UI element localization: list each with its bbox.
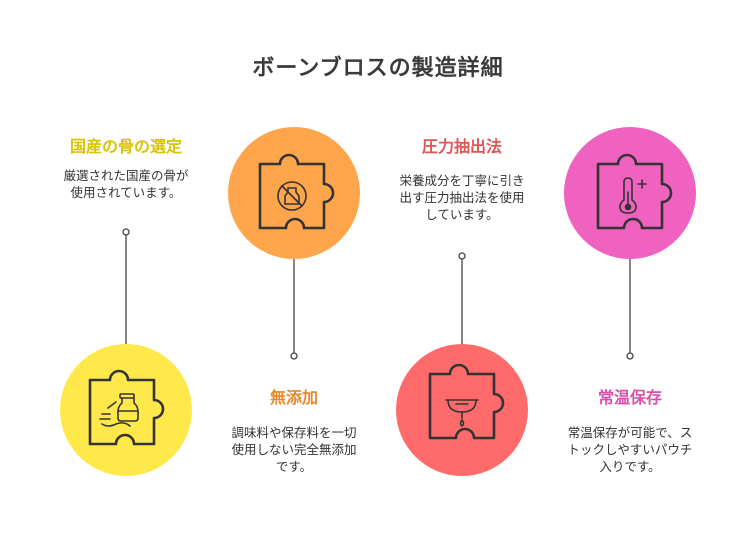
step-heading-2: 無添加 [269,388,318,407]
puzzle-piece-1 [88,369,165,446]
step-description-3: 栄養成分を丁寧に引き 出す圧力抽出法を使用 しています。 [356,172,568,223]
no-additive-icon [277,181,307,211]
step-description-line: 出す圧力抽出法を使用 [399,190,525,205]
step-description-1: 厳選された国産の骨が 使用されています。 [20,167,232,201]
step-heading-4: 常温保存 [597,388,662,407]
step-description-4: 常温保存が可能で、ス トックしやすいパウチ 入りです。 [524,424,736,475]
pressure-extraction-icon [445,399,479,427]
connector-dot [122,228,130,236]
connector-dot [458,252,466,260]
puzzle-piece-3 [428,363,505,440]
page-title: ボーンブロスの製造詳細 [252,56,504,81]
step-description-line: 使用されています。 [70,185,182,200]
step-circle-1 [60,344,192,476]
broth-pot-icon [99,393,139,427]
step-description-line: 厳選された国産の骨が [63,168,189,183]
thermometer-icon [619,177,647,214]
step-heading-3: 圧力抽出法 [421,137,502,156]
step-description-line: です。 [275,459,313,474]
step-description-line: しています。 [425,207,499,222]
connector-dot [626,352,634,360]
step-description-line: 栄養成分を丁寧に引き [399,173,525,188]
step-description-2: 調味料や保存料を一切 使用しない完全無添加 です。 [188,424,400,475]
step-description-line: 使用しない完全無添加 [231,442,357,457]
step-circle-3 [396,344,528,476]
puzzle-piece-2 [258,153,335,230]
step-description-line: 入りです。 [599,459,661,474]
step-description-line: トックしやすいパウチ [567,442,693,457]
step-description-line: 常温保存が可能で、ス [567,425,693,440]
puzzle-piece-4 [596,153,673,230]
step-description-line: 調味料や保存料を一切 [231,425,357,440]
step-circle-4 [564,127,696,259]
step-heading-1: 国産の骨の選定 [69,137,182,156]
connector-dot [290,352,298,360]
step-circle-2 [228,127,360,259]
